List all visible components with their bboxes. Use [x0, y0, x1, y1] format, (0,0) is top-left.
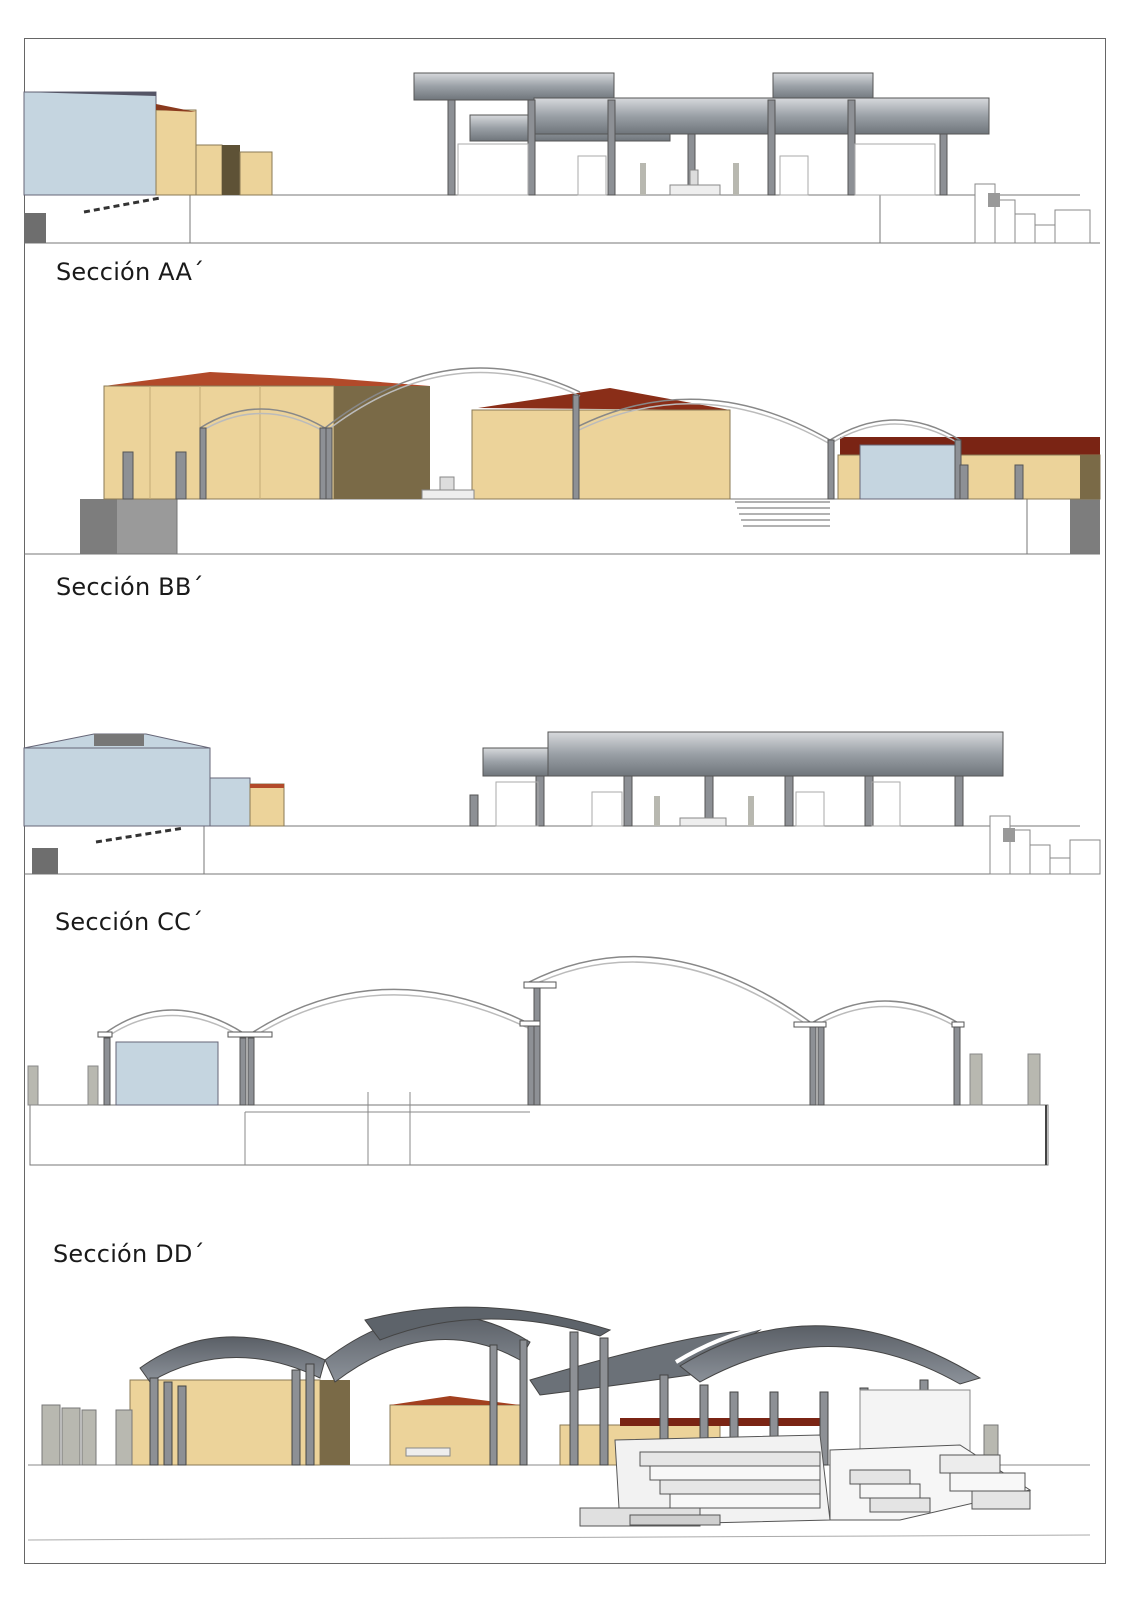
section-label-cc: Sección CC´ — [55, 908, 204, 936]
section-label-bb: Sección BB´ — [56, 573, 204, 601]
bb-tan-building-mid — [471, 409, 731, 500]
dd-platform — [29, 1104, 1049, 1166]
aa-blue-building — [23, 91, 157, 196]
dd-blue-room — [115, 1041, 219, 1106]
perspective-shell-1 — [139, 1336, 326, 1383]
perspective-shell-3 — [679, 1325, 982, 1385]
perspective-stairs — [579, 1434, 1032, 1527]
cc-ground-block — [32, 848, 58, 874]
section-label-aa: Sección AA´ — [56, 258, 205, 286]
bb-blue-room — [859, 444, 956, 500]
cc-roof — [547, 731, 1004, 777]
section-dd-drawing — [27, 955, 1049, 1166]
aa-roof-2 — [772, 72, 874, 101]
aa-roof-1 — [413, 72, 615, 101]
section-cc-drawing — [23, 731, 1101, 875]
aa-roof-3 — [533, 97, 990, 135]
section-aa-drawing — [23, 72, 1100, 244]
cc-blue-building — [23, 747, 211, 827]
perspective-view — [27, 1300, 1091, 1541]
bb-tan-building-left — [103, 385, 335, 500]
aa-ground-block — [24, 213, 46, 243]
section-label-dd: Sección DD´ — [53, 1240, 205, 1268]
section-bb-drawing — [24, 367, 1101, 555]
